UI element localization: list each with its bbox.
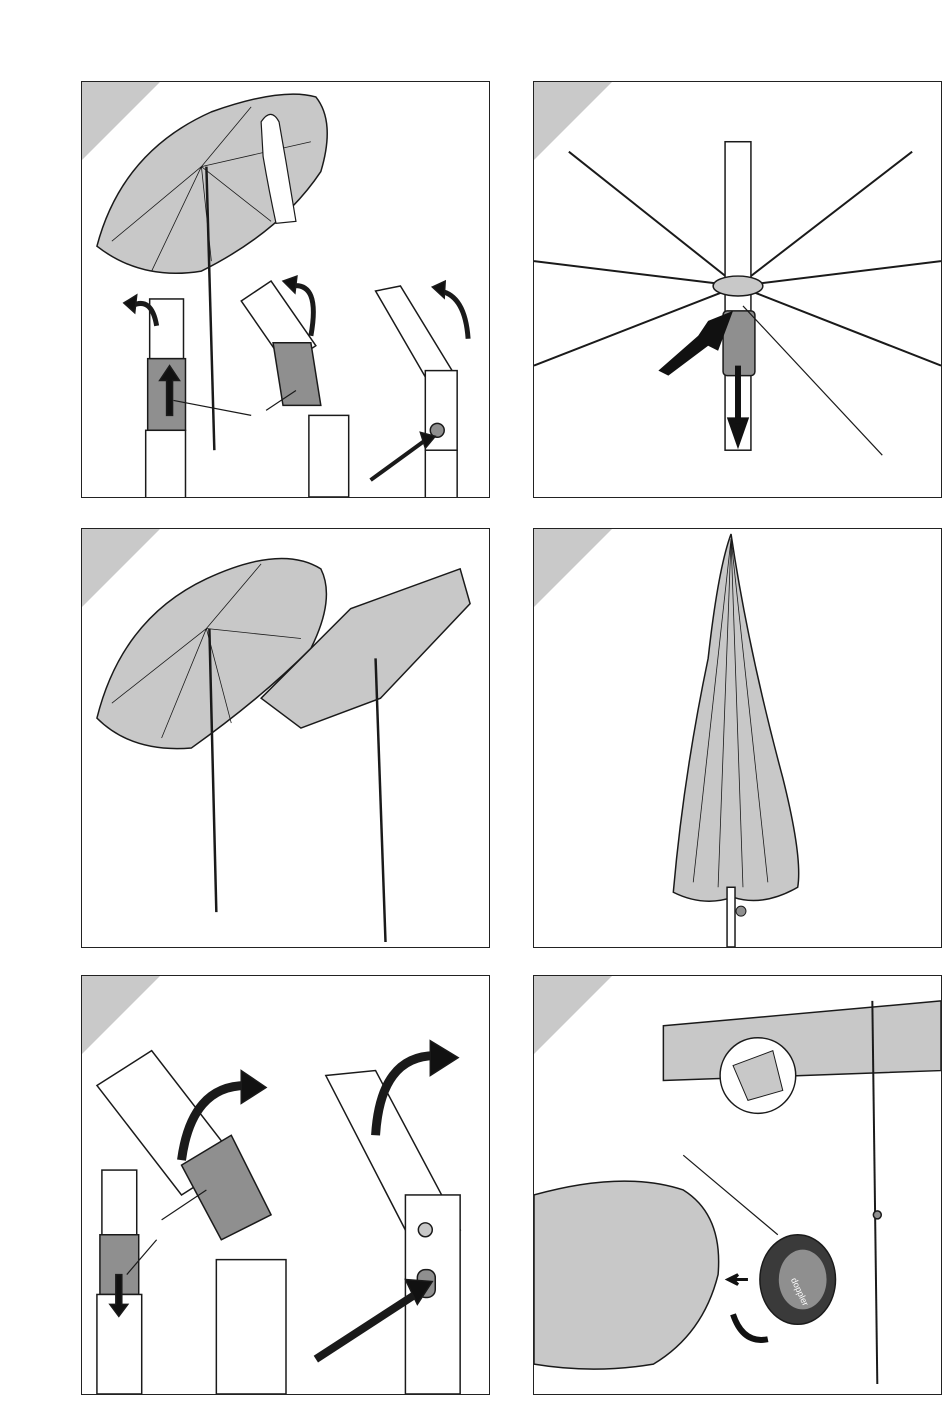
panel-closed-umbrella: [533, 528, 942, 948]
tilt-joint-illustration: [82, 976, 489, 1394]
panel-tilt-joint-detail: [81, 975, 490, 1395]
closed-umbrella-illustration: [534, 529, 941, 947]
tilt-umbrella-illustration: [82, 82, 489, 497]
callout-line: [743, 306, 882, 455]
panel-tilt-umbrella: [81, 81, 490, 498]
cap-icon: doppler: [760, 1235, 836, 1325]
rotate-arrow-icon: [733, 1314, 768, 1340]
joint-detail-open: [316, 1041, 460, 1394]
tilt-knob: [736, 906, 746, 916]
panel-umbrella-shapes: [81, 528, 490, 948]
panel-close-runner: [533, 81, 942, 498]
small-pole-detail: [97, 1170, 142, 1394]
runner-hub: [713, 276, 763, 296]
umbrella-pole: [727, 887, 735, 947]
push-arrow-icon: [658, 311, 733, 376]
joint-detail-3: [371, 281, 469, 497]
rolled-cover: [534, 1181, 719, 1369]
cover-cap-illustration: doppler: [534, 976, 941, 1394]
insert-arrow-icon: [728, 1275, 748, 1285]
callout-line: [162, 1190, 207, 1220]
panel-cover-cap: doppler: [533, 975, 942, 1395]
joint-detail-2: [241, 276, 348, 497]
umbrella-shapes-illustration: [82, 529, 489, 947]
umbrella-canopy: [97, 94, 327, 273]
rectangular-umbrella: [663, 1001, 941, 1384]
round-umbrella: [97, 558, 326, 912]
close-runner-illustration: [534, 82, 941, 497]
joint-detail-1: [124, 295, 186, 497]
